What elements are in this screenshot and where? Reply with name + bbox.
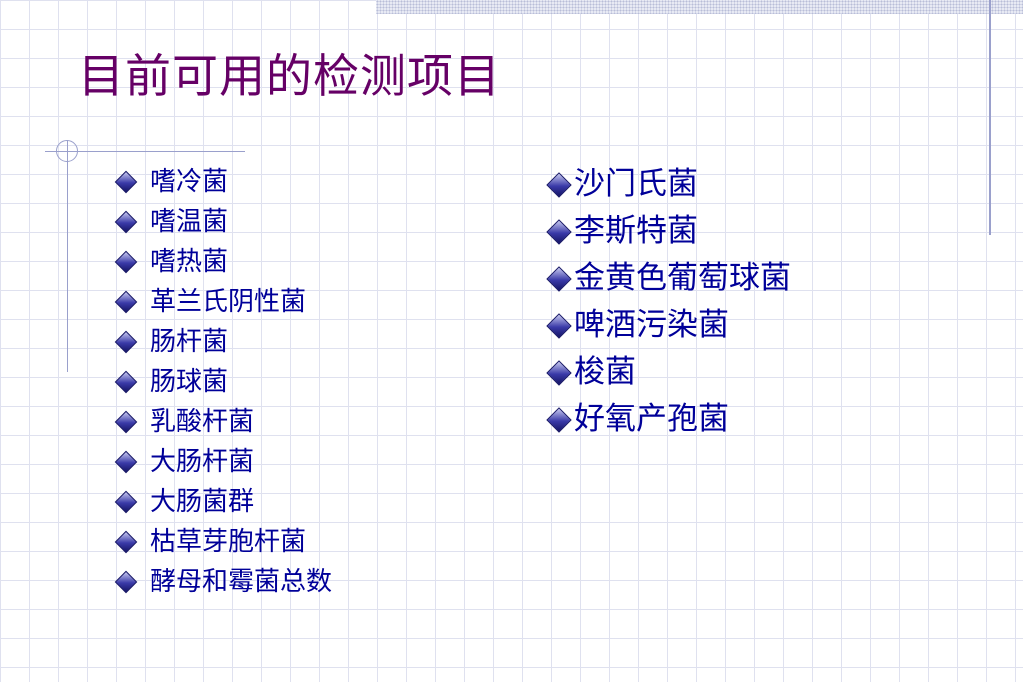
- list-item: 酵母和霉菌总数: [116, 562, 332, 602]
- list-item-text: 嗜冷菌: [150, 167, 229, 197]
- list-item: 嗜热菌: [116, 242, 332, 282]
- diamond-bullet-icon: [116, 532, 136, 552]
- list-item: 啤酒污染菌: [548, 302, 791, 349]
- diamond-bullet-icon: [116, 492, 136, 512]
- list-item: 乳酸杆菌: [116, 402, 332, 442]
- diamond-bullet-icon: [116, 452, 136, 472]
- right-decorative-line: [989, 0, 991, 235]
- diamond-bullet-icon: [548, 221, 570, 243]
- diamond-bullet-icon: [548, 362, 570, 384]
- list-item: 枯草芽胞杆菌: [116, 522, 332, 562]
- list-item-text: 啤酒污染菌: [574, 307, 729, 343]
- list-item-text: 肠杆菌: [150, 327, 229, 357]
- list-item: 革兰氏阴性菌: [116, 282, 332, 322]
- list-item-text: 金黄色葡萄球菌: [574, 260, 791, 296]
- list-item-text: 嗜温菌: [150, 207, 229, 237]
- diamond-bullet-icon: [548, 409, 570, 431]
- left-bullet-list: 嗜冷菌 嗜温菌 嗜热菌 革兰氏阴性菌 肠杆菌 肠球菌 乳酸杆菌 大肠杆菌 大肠菌…: [116, 162, 332, 602]
- list-item: 肠球菌: [116, 362, 332, 402]
- diamond-bullet-icon: [116, 292, 136, 312]
- list-item: 金黄色葡萄球菌: [548, 255, 791, 302]
- list-item-text: 梭菌: [574, 354, 636, 390]
- list-item-text: 酵母和霉菌总数: [150, 567, 333, 597]
- list-item-text: 李斯特菌: [574, 213, 698, 249]
- diamond-bullet-icon: [548, 174, 570, 196]
- list-item: 嗜冷菌: [116, 162, 332, 202]
- list-item: 大肠杆菌: [116, 442, 332, 482]
- list-item-text: 嗜热菌: [150, 247, 229, 277]
- list-item: 大肠菌群: [116, 482, 332, 522]
- list-item: 梭菌: [548, 349, 791, 396]
- list-item-text: 枯草芽胞杆菌: [150, 527, 307, 557]
- diamond-bullet-icon: [116, 572, 136, 592]
- diamond-bullet-icon: [116, 212, 136, 232]
- list-item: 好氧产孢菌: [548, 396, 791, 443]
- diamond-bullet-icon: [116, 252, 136, 272]
- top-decorative-band: [376, 0, 1023, 14]
- list-item: 肠杆菌: [116, 322, 332, 362]
- list-item-text: 大肠菌群: [150, 487, 255, 517]
- diamond-bullet-icon: [548, 268, 570, 290]
- list-item-text: 肠球菌: [150, 367, 229, 397]
- list-item: 李斯特菌: [548, 208, 791, 255]
- circle-ornament: [56, 140, 78, 162]
- slide-title: 目前可用的检测项目: [78, 49, 501, 103]
- diamond-bullet-icon: [116, 172, 136, 192]
- list-item: 嗜温菌: [116, 202, 332, 242]
- list-item-text: 好氧产孢菌: [574, 401, 729, 437]
- diamond-bullet-icon: [116, 372, 136, 392]
- list-item: 沙门氏菌: [548, 161, 791, 208]
- left-horizontal-decorative-line: [45, 151, 245, 152]
- diamond-bullet-icon: [548, 315, 570, 337]
- list-item-text: 沙门氏菌: [574, 166, 698, 202]
- list-item-text: 大肠杆菌: [150, 447, 255, 477]
- list-item-text: 乳酸杆菌: [150, 407, 255, 437]
- list-item-text: 革兰氏阴性菌: [150, 287, 307, 317]
- right-bullet-list: 沙门氏菌 李斯特菌 金黄色葡萄球菌 啤酒污染菌 梭菌 好氧产孢菌: [548, 161, 791, 443]
- left-decorative-line: [67, 140, 68, 372]
- diamond-bullet-icon: [116, 332, 136, 352]
- diamond-bullet-icon: [116, 412, 136, 432]
